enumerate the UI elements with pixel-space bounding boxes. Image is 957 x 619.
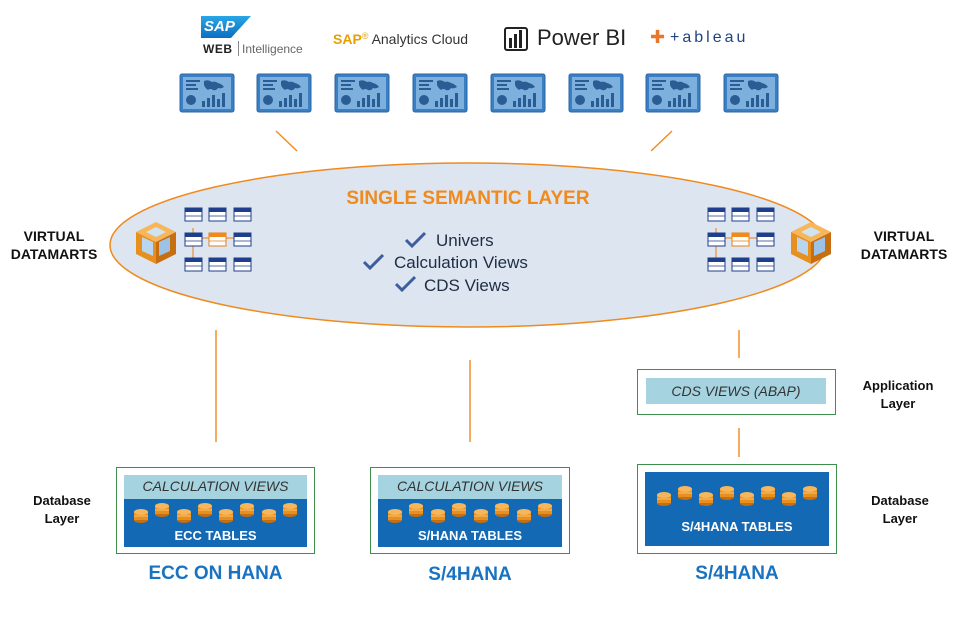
database-cylinder-icon — [430, 508, 446, 524]
database-cylinder-icon — [802, 485, 818, 501]
database-cylinder-icon — [218, 508, 234, 524]
database-cylinder-icon — [537, 502, 553, 518]
database-box-ecc: CALCULATION VIEWS ECC TABLES — [116, 467, 315, 554]
database-cylinder-icon — [760, 485, 776, 501]
checkmark-icon — [362, 253, 385, 271]
database-cylinder-icon — [516, 508, 532, 524]
database-cylinder-icon — [719, 485, 735, 501]
dashboard-icon — [568, 73, 624, 113]
checkmark-icon — [394, 275, 417, 293]
database-cylinder-icon — [408, 502, 424, 518]
database-cylinder-icon — [261, 508, 277, 524]
table-grid-icon — [184, 207, 252, 272]
database-cylinder-icon — [133, 508, 149, 524]
database-cylinder-icon — [739, 491, 755, 507]
dashboard-icons-row — [179, 73, 779, 113]
dashboard-icon — [723, 73, 779, 113]
dashboard-icon — [490, 73, 546, 113]
database-cylinder-icons — [133, 502, 298, 525]
database-cylinder-icons — [387, 502, 553, 525]
database-cylinder-icon — [656, 491, 672, 507]
cds-views-abap-bar: CDS VIEWS (ABAP) — [646, 378, 826, 404]
system-label-ecc-on-hana: ECC ON HANA — [148, 563, 283, 584]
dashboard-icon — [256, 73, 312, 113]
dashboard-icon — [334, 73, 390, 113]
database-cylinder-icon — [282, 502, 298, 518]
shana-tables-bar: S/HANA TABLES — [378, 499, 562, 547]
database-cylinder-icon — [698, 491, 714, 507]
semantic-item-calculation-views: Calculation Views — [394, 253, 528, 272]
dashboard-icon — [645, 73, 701, 113]
sap-analytics-cloud-logo: SAP® Analytics Cloud — [333, 31, 469, 47]
database-cylinder-icon — [781, 491, 797, 507]
system-label-s4hana-middle: S/4HANA — [428, 564, 512, 585]
database-cylinder-icon — [387, 508, 403, 524]
database-cylinder-icon — [494, 502, 510, 518]
application-layer-box: CDS VIEWS (ABAP) — [637, 369, 836, 415]
ecc-tables-bar: ECC TABLES — [124, 499, 307, 547]
calculation-views-bar: CALCULATION VIEWS — [124, 475, 307, 499]
calculation-views-bar: CALCULATION VIEWS — [378, 475, 562, 499]
sap-mark: SAP — [204, 18, 235, 35]
power-bi-icon — [504, 27, 528, 51]
database-cylinder-icons — [656, 485, 818, 508]
database-cylinder-icon — [239, 502, 255, 518]
database-cylinder-icon — [451, 502, 467, 518]
system-label-s4hana-right: S/4HANA — [695, 563, 779, 584]
checkmark-icon — [404, 231, 427, 249]
database-cylinder-icon — [677, 485, 693, 501]
dashboard-icon — [412, 73, 468, 113]
semantic-item-univers: Univers — [436, 231, 494, 250]
tableau-cross-icon: ✚ — [650, 27, 666, 47]
sap-web-intelligence-logo: SAP WEB Intelligence — [201, 16, 303, 56]
database-box-s4hana-calc: CALCULATION VIEWS S/HANA TABLES — [370, 467, 570, 554]
database-cylinder-icon — [154, 502, 170, 518]
database-cylinder-icon — [197, 502, 213, 518]
s4hana-tables-bar: S/4HANA TABLES — [645, 472, 829, 546]
dashboard-icon — [179, 73, 235, 113]
database-box-s4hana: S/4HANA TABLES — [637, 464, 837, 554]
database-cylinder-icon — [176, 508, 192, 524]
database-cylinder-icon — [473, 508, 489, 524]
table-grid-icon — [707, 207, 775, 272]
semantic-layer-title: SINGLE SEMANTIC LAYER — [346, 188, 590, 209]
semantic-item-cds-views: CDS Views — [424, 276, 510, 295]
